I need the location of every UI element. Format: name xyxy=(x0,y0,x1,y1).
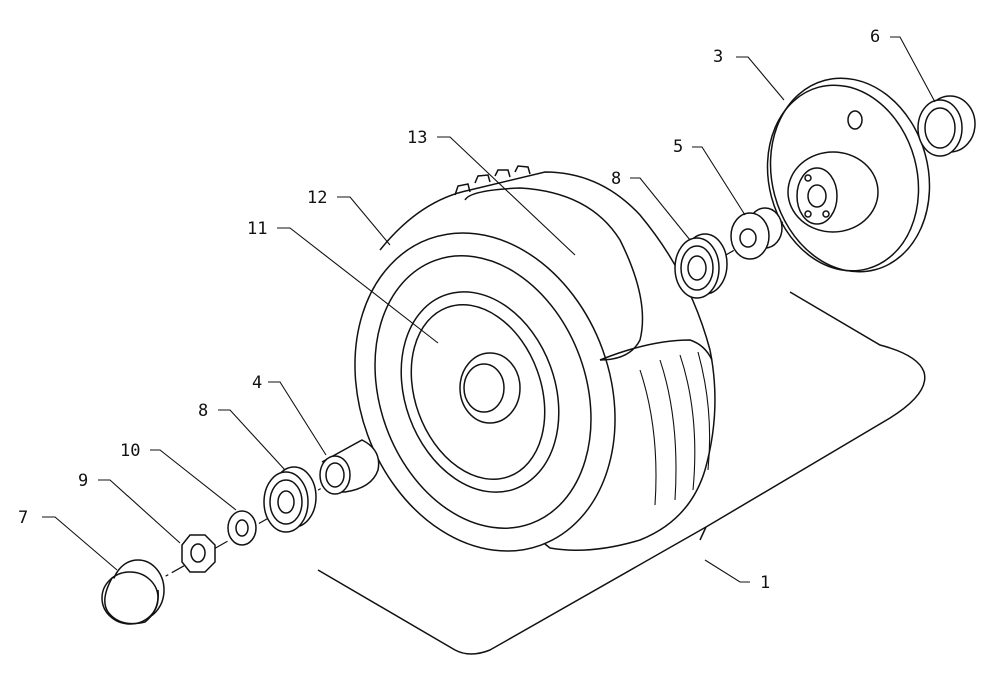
callout-10: 10 xyxy=(120,441,140,461)
hub-flange xyxy=(766,77,931,273)
callout-4: 4 xyxy=(252,373,262,393)
leader-5 xyxy=(692,146,746,216)
leader-11 xyxy=(277,227,439,344)
callout-1: 1 xyxy=(760,573,770,593)
callout-7: 7 xyxy=(18,508,28,528)
leader-7 xyxy=(42,516,118,571)
leader-10 xyxy=(150,449,237,511)
leader-12 xyxy=(337,196,391,246)
leader-6 xyxy=(890,36,936,103)
leader-1 xyxy=(704,559,750,583)
callout-12: 12 xyxy=(307,188,327,208)
hub-cap-left xyxy=(101,559,165,625)
callout-3: 3 xyxy=(713,47,723,67)
callout-8b: 8 xyxy=(198,401,208,421)
leader-4 xyxy=(268,381,327,456)
washer xyxy=(227,510,257,546)
hub-cap-right xyxy=(917,95,976,157)
assembly-bracket xyxy=(317,291,926,655)
bearing-right xyxy=(674,233,728,299)
bushing xyxy=(319,439,380,495)
leader-13 xyxy=(437,136,576,256)
callout-9: 9 xyxy=(78,471,88,491)
rim xyxy=(400,291,560,493)
assembly-bracket-inner xyxy=(699,526,707,541)
leader-8b xyxy=(218,409,286,471)
bearing-left xyxy=(263,466,317,533)
nut xyxy=(181,534,216,573)
callout-6: 6 xyxy=(870,27,880,47)
leader-9 xyxy=(98,479,181,544)
leader-8a xyxy=(630,177,691,241)
callout-8a: 8 xyxy=(611,169,621,189)
callout-11: 11 xyxy=(247,219,267,239)
callout-13: 13 xyxy=(407,128,427,148)
spacer-right xyxy=(730,207,783,260)
callout-5: 5 xyxy=(673,137,683,157)
leader-3 xyxy=(736,56,785,101)
